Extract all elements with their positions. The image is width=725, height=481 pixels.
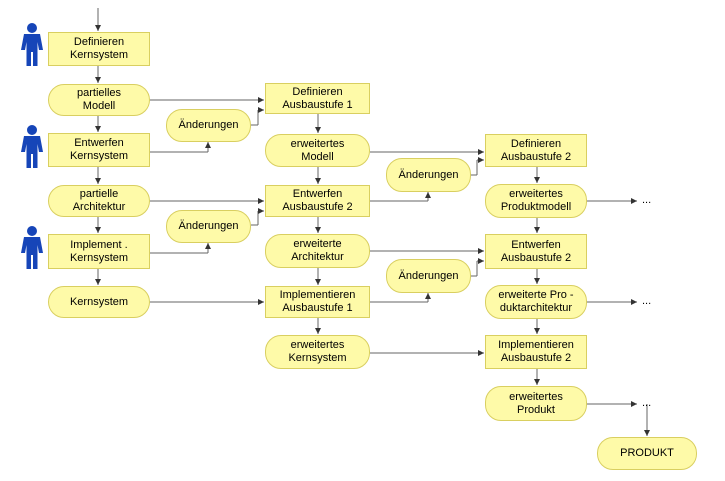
changes-node: Änderungen	[386, 259, 471, 293]
partial-model-node: partielles Modell	[48, 84, 150, 116]
continuation-ellipsis: ...	[642, 295, 652, 307]
changes-node: Änderungen	[386, 158, 471, 192]
extended-model-node: erweitertes Modell	[265, 134, 370, 167]
design-stage2-box: Entwerfen Ausbaustufe 2	[265, 185, 370, 217]
implement-core-system-box: Implement . Kernsystem	[48, 234, 150, 269]
implement-stage2-box: Implementieren Ausbaustufe 2	[485, 335, 587, 369]
extended-product-node: erweitertes Produkt	[485, 386, 587, 421]
person-icon	[21, 23, 43, 66]
partial-architecture-node: partielle Architektur	[48, 185, 150, 217]
extended-product-architecture-node: erweiterte Pro - duktarchitektur	[485, 285, 587, 319]
changes-node: Änderungen	[166, 210, 251, 243]
changes-node: Änderungen	[166, 109, 251, 142]
extended-architecture-node: erweiterte Architektur	[265, 234, 370, 268]
define-stage2-box: Definieren Ausbaustufe 2	[485, 134, 587, 167]
define-stage1-box: Definieren Ausbaustufe 1	[265, 83, 370, 114]
design-core-system-box: Entwerfen Kernsystem	[48, 133, 150, 167]
define-core-system-box: Definieren Kernsystem	[48, 32, 150, 66]
person-icon	[21, 226, 43, 269]
continuation-ellipsis: ...	[642, 397, 652, 409]
continuation-ellipsis: ...	[642, 194, 652, 206]
extended-product-model-node: erweitertes Produktmodell	[485, 184, 587, 218]
implement-stage1-box: Implementieren Ausbaustufe 1	[265, 286, 370, 318]
person-icon	[21, 125, 43, 168]
design-stage2-box: Entwerfen Ausbaustufe 2	[485, 234, 587, 269]
extended-core-system-node: erweitertes Kernsystem	[265, 335, 370, 369]
product-node: PRODUKT	[597, 437, 697, 470]
core-system-node: Kernsystem	[48, 286, 150, 318]
